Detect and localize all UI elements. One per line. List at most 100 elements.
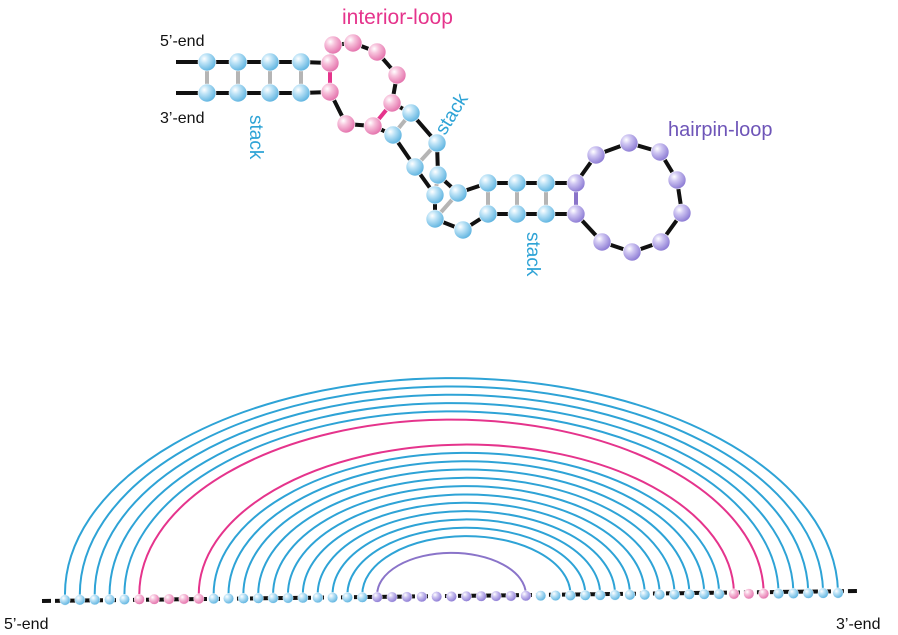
hairpin-loop-nucleotide (566, 173, 586, 193)
base-pair-arcs (63, 377, 839, 599)
stack-nucleotide (252, 592, 264, 604)
label-hairpin-loop: hairpin-loop (668, 119, 773, 141)
stack-nucleotide (260, 83, 280, 103)
secondary-structure-2d (176, 33, 692, 262)
interior-loop-nucleotide (382, 93, 402, 113)
interior-loop-nucleotide (148, 593, 160, 605)
stack-pair-arc (286, 493, 646, 597)
hairpin-loop-nucleotide (592, 232, 612, 252)
stack-nucleotide (119, 594, 130, 605)
stack-pair-arc (361, 535, 572, 596)
hairpin-loop-nucleotide (416, 591, 428, 603)
stack-nucleotide (453, 220, 473, 240)
interior-loop-nucleotide (163, 593, 175, 605)
stack-nucleotide (669, 589, 680, 600)
arc-nucleotide-beads (59, 587, 844, 606)
stack-pair-arc (78, 385, 825, 598)
stack-nucleotide (405, 157, 425, 177)
label-stack-3: stack (522, 232, 543, 277)
stack-nucleotide (594, 589, 606, 601)
hairpin-loop-nucleotide (386, 591, 398, 603)
stack-nucleotide (535, 590, 547, 602)
stack-nucleotide (291, 83, 311, 103)
stack-nucleotide (832, 587, 844, 599)
stack-nucleotide (550, 590, 561, 601)
hairpin-loop-nucleotide (619, 133, 639, 153)
stack-nucleotide (683, 588, 695, 600)
interior-loop-nucleotide (320, 82, 340, 102)
interior-pair-arc (138, 418, 765, 598)
interior-loop-nucleotide (323, 35, 343, 55)
stack-nucleotide (654, 589, 666, 601)
stack-nucleotide (427, 133, 447, 153)
stack-pair-arc (123, 410, 780, 598)
interior-loop-nucleotide (387, 65, 407, 85)
stack-nucleotide (401, 103, 421, 123)
stack-nucleotide (639, 589, 651, 601)
stack-nucleotide (89, 594, 101, 606)
stack-nucleotide (425, 209, 445, 229)
interior-loop-nucleotide (320, 53, 340, 73)
stack-nucleotide (327, 592, 338, 603)
interior-loop-nucleotide (363, 116, 383, 136)
arc-diagram (41, 377, 859, 606)
stack-pair-arc (93, 393, 810, 598)
label-5-end-top: 5’-end (160, 33, 204, 50)
stack-nucleotide (260, 52, 280, 72)
stack-nucleotide (282, 592, 294, 604)
stack-nucleotide (817, 587, 829, 599)
stack-nucleotide (507, 173, 527, 193)
interior-loop-nucleotide (758, 588, 770, 600)
stack-pair-arc (257, 476, 676, 597)
interior-loop-nucleotide (178, 593, 190, 605)
label-3-end-bottom: 3’-end (836, 616, 880, 633)
hairpin-loop-nucleotide (401, 591, 413, 603)
stack-nucleotide (536, 173, 556, 193)
stack-pair-arc (301, 501, 631, 596)
stack-pair-arc (212, 451, 721, 597)
stack-nucleotide (291, 52, 311, 72)
stack-nucleotide (74, 594, 86, 606)
stack-nucleotide (536, 204, 556, 224)
stack-nucleotide (624, 589, 636, 601)
stack-pair-arc (242, 468, 691, 597)
hairpin-loop-nucleotide (651, 232, 671, 252)
hairpin-pair-arc (376, 551, 527, 596)
stack-nucleotide (383, 125, 403, 145)
stack-nucleotide (788, 588, 799, 599)
stack-pair-arc (108, 402, 795, 598)
stack-pair-arc (63, 377, 839, 599)
hairpin-loop-nucleotide (622, 242, 642, 262)
hairpin-loop-nucleotide (490, 590, 502, 602)
stack-nucleotide (609, 589, 621, 601)
stack-pair-arc (227, 460, 706, 597)
stack-nucleotide (356, 591, 368, 603)
interior-pair-arc (197, 443, 735, 597)
stack-nucleotide (428, 165, 448, 185)
interior-loop-nucleotide (343, 33, 363, 53)
interior-loop-nucleotide (743, 588, 755, 600)
hairpin-loop-nucleotide (586, 145, 606, 165)
hairpin-loop-nucleotide (505, 590, 517, 602)
stack-nucleotide (59, 594, 71, 606)
stack-nucleotide (579, 589, 591, 601)
stack-nucleotide (698, 588, 710, 600)
stack-nucleotide (237, 592, 249, 604)
stack-nucleotide (565, 590, 576, 601)
interior-loop-nucleotide (728, 588, 740, 600)
stack-nucleotide (104, 594, 115, 605)
stack-nucleotide (223, 593, 234, 604)
hairpin-loop-nucleotide (672, 203, 692, 223)
label-5-end-bottom: 5’-end (4, 616, 48, 633)
stack-nucleotide (312, 592, 324, 604)
interior-loop-nucleotide (133, 593, 145, 605)
hairpin-loop-nucleotide (566, 204, 586, 224)
stack-nucleotide (197, 52, 217, 72)
nucleotide-beads (197, 33, 692, 262)
hairpin-loop-nucleotide (650, 142, 670, 162)
hairpin-loop-nucleotide (520, 590, 532, 602)
stack-nucleotide (507, 204, 527, 224)
label-3-end-top: 3’-end (160, 110, 204, 127)
stack-nucleotide (267, 592, 279, 604)
